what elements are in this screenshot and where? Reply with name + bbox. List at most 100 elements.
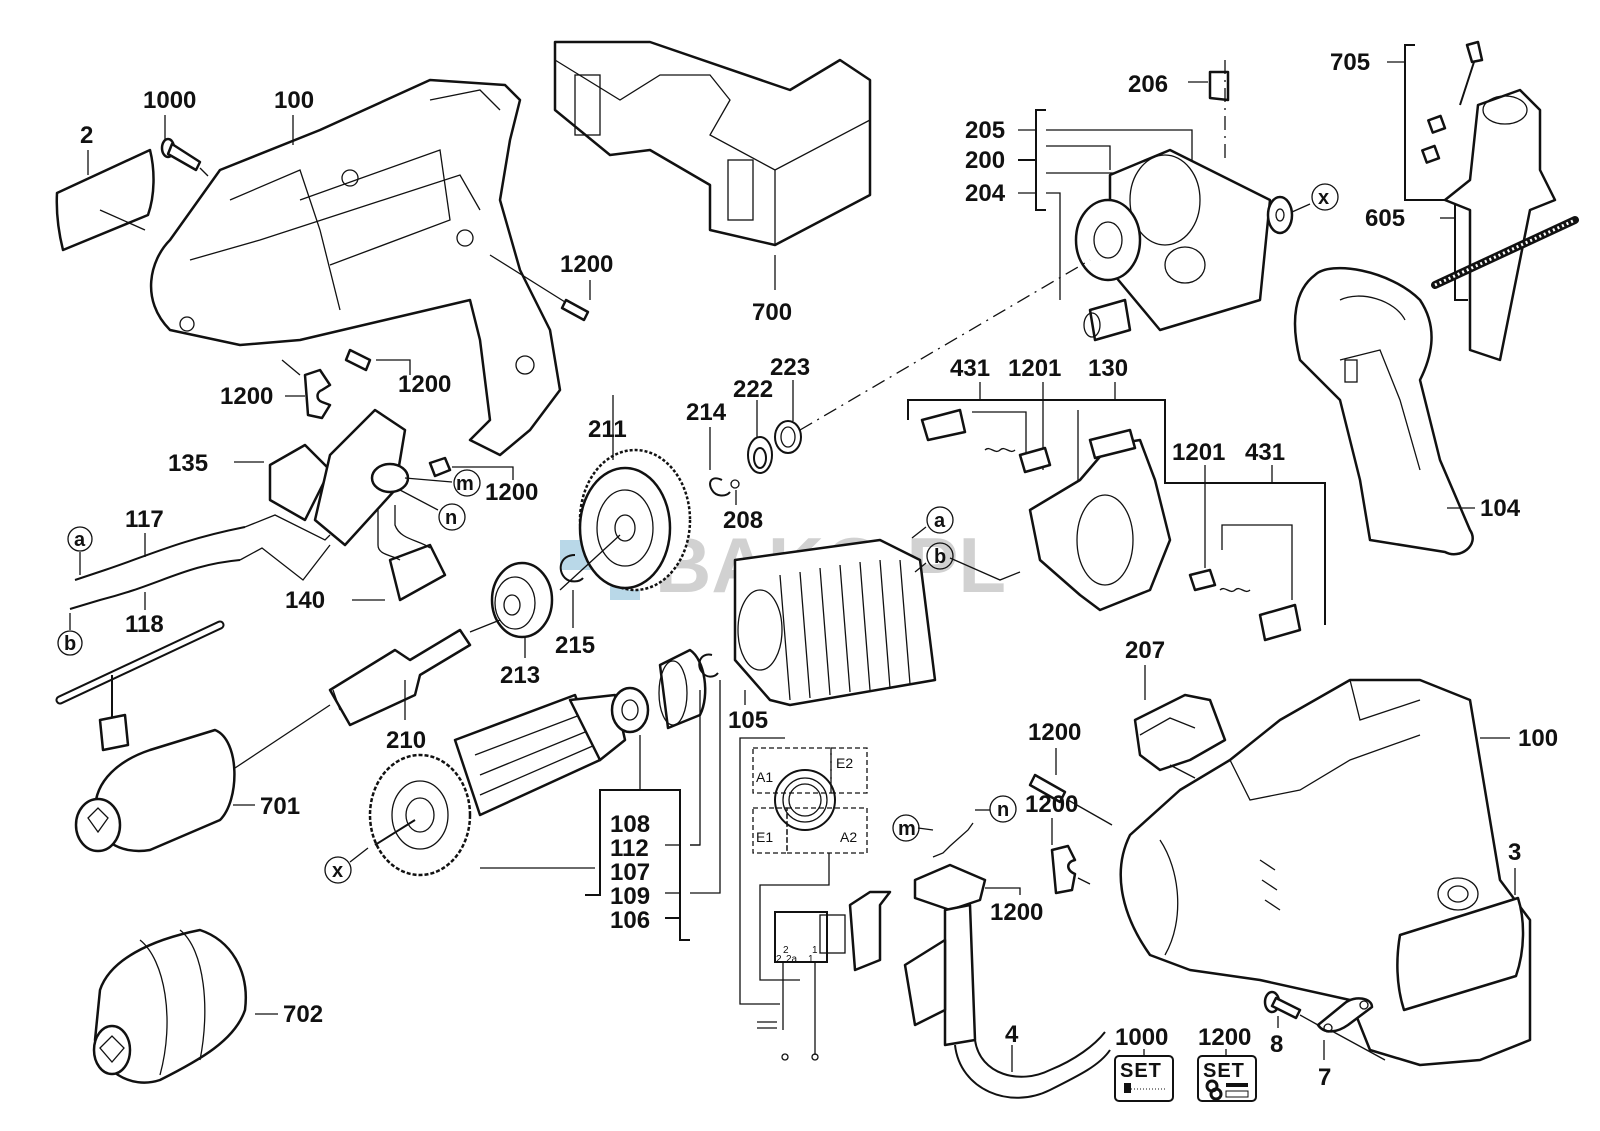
part-211-gear: 211: [559, 395, 692, 592]
part-210-spindle: 210: [234, 619, 501, 769]
bracket-106-group: 108 112 107 109 106: [480, 680, 721, 941]
screw-icon: [1226, 1083, 1248, 1087]
part-needle-bearing: [1083, 298, 1132, 342]
part-label-705: 705: [1330, 49, 1370, 76]
part-label-1200-a: 1200: [560, 251, 613, 278]
connector-label-x-armature: x: [332, 860, 343, 882]
part-1200-pin-left: 1200: [344, 348, 451, 398]
part-label-1201-b: 1201: [1172, 439, 1225, 466]
connector-x-armature: [324, 856, 352, 884]
part-213-bearing: 213: [490, 561, 554, 689]
part-1000-screw: 1000: [143, 87, 209, 177]
part-label-702: 702: [283, 1001, 323, 1028]
part-100-top-callout: 100: [274, 87, 314, 145]
part-label-207: 207: [1125, 637, 1165, 664]
connector-label-n-switch: n: [445, 507, 457, 529]
part-214-circlip: 214: [686, 399, 731, 497]
part-label-105: 105: [728, 707, 768, 734]
wiring-terminal-2b: 2: [776, 954, 782, 965]
part-label-700: 700: [752, 299, 792, 326]
part-label-118: 118: [125, 611, 164, 638]
part-206-tab: 206: [1128, 70, 1230, 102]
part-label-1000: 1000: [143, 87, 196, 114]
connector-a-wire: [67, 526, 93, 552]
part-1200-pin-right: 1200: [489, 251, 613, 322]
part-label-213: 213: [500, 662, 540, 689]
connector-b-field: [926, 542, 954, 570]
part-431-brush-cap-right: [1188, 568, 1302, 642]
connector-label-b-field: b: [934, 546, 946, 568]
part-8-screw: 8: [1263, 990, 1319, 1058]
part-label-204: 204: [965, 180, 1006, 207]
set-badge-1200-label: 1200: [1198, 1024, 1251, 1051]
part-label-100-top: 100: [274, 87, 314, 114]
part-701-keyed-chuck: 701: [55, 620, 300, 853]
part-108-bearing: [610, 686, 650, 790]
part-label-215: 215: [555, 632, 595, 659]
wiring-label-E1: E1: [756, 829, 773, 845]
set-badge-1200-text: SET: [1203, 1060, 1245, 1082]
connector-m-cord: [892, 814, 920, 842]
part-label-205: 205: [965, 117, 1005, 144]
part-label-8: 8: [1270, 1031, 1283, 1058]
part-1200-clip: 1200: [220, 359, 332, 420]
connector-x-top: [1311, 183, 1339, 211]
part-label-223: 223: [770, 354, 810, 381]
screw-head-icon: [1124, 1083, 1131, 1093]
part-112-bearing-sleeve: [658, 648, 707, 730]
part-222-spring: 222: [733, 376, 773, 474]
wiring-label-A2: A2: [840, 829, 857, 845]
part-1200-clip-bottom: 1200: [1025, 791, 1091, 895]
wiring-label-A1: A1: [756, 769, 773, 785]
part-label-3: 3: [1508, 839, 1521, 866]
connector-label-b-wire: b: [64, 633, 76, 655]
part-1200-pin-bottom: 1200: [1028, 719, 1113, 826]
connector-label-x-top: x: [1318, 187, 1329, 209]
part-label-1200-c: 1200: [220, 383, 273, 410]
part-label-210: 210: [386, 727, 426, 754]
wiring-terminal-2a: 2a: [786, 954, 798, 965]
part-label-214: 214: [686, 399, 727, 426]
part-204-fan-gear: [1074, 198, 1142, 282]
part-label-135: 135: [168, 450, 208, 477]
part-label-109: 109: [610, 883, 650, 910]
part-label-431-a: 431: [950, 355, 990, 382]
part-1201-carbon-brush-left: [1018, 446, 1052, 474]
set-badge-1000-label: 1000: [1115, 1024, 1168, 1051]
part-label-112: 112: [610, 835, 649, 862]
part-label-130: 130: [1088, 355, 1128, 382]
part-label-208: 208: [723, 507, 763, 534]
part-label-1200-e: 1200: [1028, 719, 1081, 746]
part-700-carry-case: 700: [553, 40, 872, 326]
part-702-keyless-chuck: 702: [92, 928, 323, 1084]
part-135-switch: 135 1200 m n: [168, 408, 538, 547]
housing-half-top: [149, 78, 562, 457]
part-223-washer: 223: [770, 259, 1091, 454]
connector-b-wire: [57, 630, 83, 656]
connector-label-m-switch: m: [456, 473, 474, 495]
part-label-222: 222: [733, 376, 773, 403]
connector-n-switch: [438, 503, 466, 531]
part-label-1200-b: 1200: [398, 371, 451, 398]
set-badge-1000: 1000 SET: [1114, 1024, 1174, 1102]
wiring-terminal-1: 1: [812, 945, 818, 956]
part-7-cable-clamp: 7: [1316, 997, 1386, 1091]
part-431-brush-cap-left: [920, 408, 1052, 474]
part-label-1200-g: 1200: [990, 899, 1043, 926]
set-badge-1000-text: SET: [1120, 1060, 1162, 1082]
connector-label-n-cord: n: [997, 799, 1009, 821]
part-117-118-wires: 117 118 a b: [57, 506, 331, 656]
connector-label-m-cord: m: [898, 818, 916, 840]
part-label-108: 108: [610, 811, 650, 838]
part-4-power-cord: m n 4 1200: [892, 795, 1111, 1099]
part-label-117: 117: [125, 506, 164, 533]
part-207-switch-cover: 207: [1125, 637, 1227, 779]
part-label-1200-f: 1200: [1025, 791, 1078, 818]
part-3-nameplate: 3: [1396, 839, 1525, 1012]
connector-n-cord: [989, 795, 1017, 823]
connector-m-switch: [453, 469, 481, 497]
connector-a-field: [926, 506, 954, 534]
part-2-nameplate: 2: [55, 122, 155, 252]
part-label-211: 211: [588, 416, 627, 443]
part-label-200: 200: [965, 147, 1005, 174]
